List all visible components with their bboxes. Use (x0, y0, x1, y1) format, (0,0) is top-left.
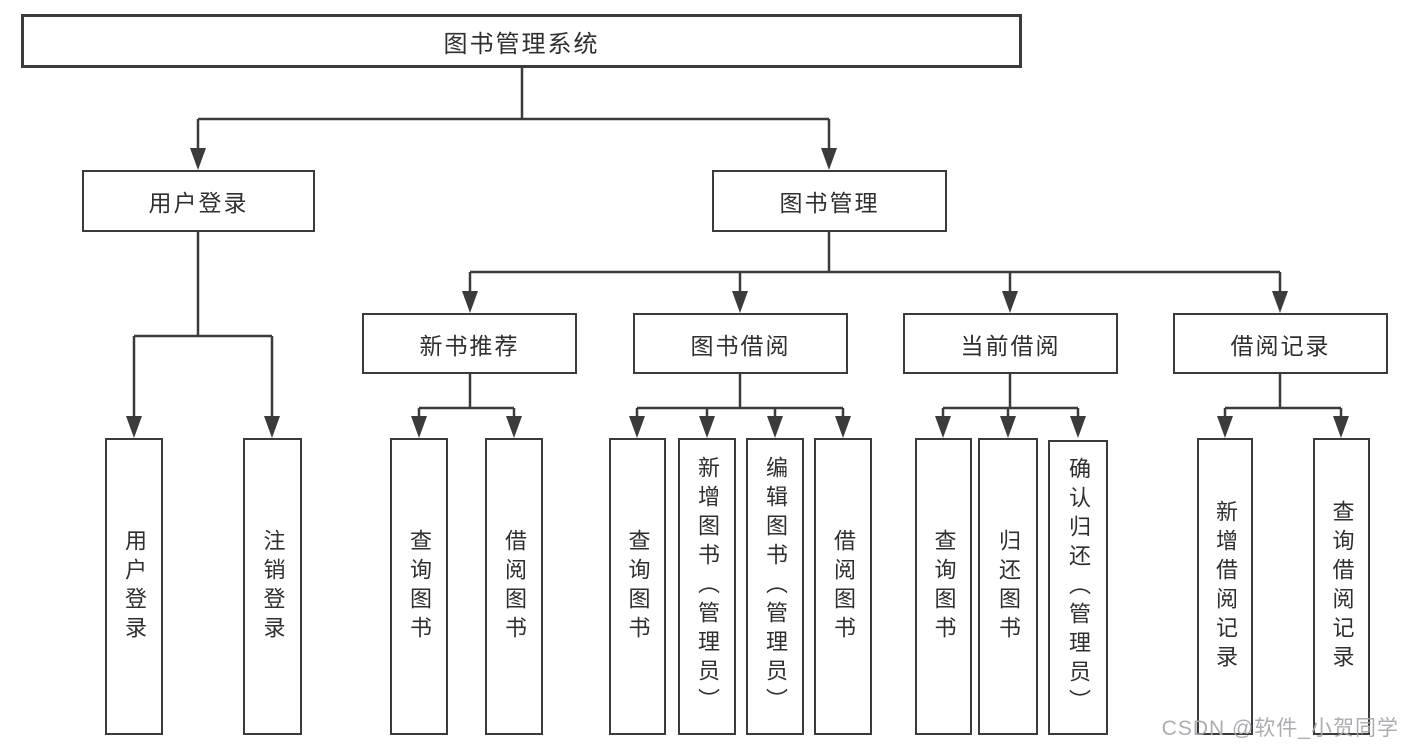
leaf-label: 借阅图书 (831, 528, 856, 645)
leaf-label: 注销登录 (260, 528, 286, 645)
leaf-label: 归还图书 (996, 528, 1021, 645)
node-label: 新书推荐 (419, 332, 520, 359)
leaf-add-borrow-record: 新增借阅记录 (1197, 438, 1253, 735)
leaf-label: 新增借阅记录 (1213, 499, 1238, 674)
leaf-label: 确认归还（管理员） (1066, 457, 1091, 718)
leaf-confirm-return-admin: 确认归还（管理员） (1048, 440, 1108, 735)
leaf-label: 查询图书 (407, 528, 432, 645)
leaf-edit-books-admin: 编辑图书（管理员） (746, 438, 804, 735)
node-label: 图书管理系统 (443, 30, 600, 58)
leaf-label: 借阅图书 (502, 528, 527, 645)
leaf-borrow-books: 借阅图书 (485, 438, 543, 735)
leaf-logout: 注销登录 (243, 438, 302, 735)
leaf-label: 查询图书 (931, 528, 957, 645)
node-label: 当前借阅 (960, 332, 1061, 359)
node-library-management-system: 图书管理系统 (21, 14, 1022, 68)
leaf-label: 新增图书（管理员） (695, 456, 720, 717)
node-book-borrow: 图书借阅 (633, 313, 848, 374)
leaf-query-books: 查询图书 (390, 438, 448, 735)
node-user-login: 用户登录 (82, 170, 315, 232)
leaf-query-books: 查询图书 (609, 438, 666, 735)
node-label: 用户登录 (148, 190, 249, 216)
node-label: 图书管理 (779, 190, 880, 216)
leaf-add-books-admin: 新增图书（管理员） (678, 438, 736, 735)
leaf-query-borrow-record: 查询借阅记录 (1313, 438, 1370, 735)
node-borrow-record: 借阅记录 (1173, 313, 1388, 374)
node-label: 图书借阅 (690, 332, 791, 359)
leaf-label: 用户登录 (122, 528, 147, 645)
node-book-management: 图书管理 (712, 170, 947, 232)
node-label: 借阅记录 (1230, 332, 1331, 359)
node-current-borrow: 当前借阅 (903, 313, 1118, 374)
leaf-borrow-books: 借阅图书 (814, 438, 872, 735)
leaf-label: 查询借阅记录 (1329, 499, 1355, 674)
csdn-watermark: CSDN @软件_小贺同学 (1161, 717, 1399, 740)
node-new-book-recommend: 新书推荐 (362, 313, 577, 374)
leaf-query-books: 查询图书 (915, 438, 972, 735)
leaf-user-login: 用户登录 (105, 438, 163, 735)
leaf-label: 查询图书 (625, 528, 651, 645)
leaf-return-books: 归还图书 (978, 438, 1038, 735)
leaf-label: 编辑图书（管理员） (763, 456, 788, 717)
